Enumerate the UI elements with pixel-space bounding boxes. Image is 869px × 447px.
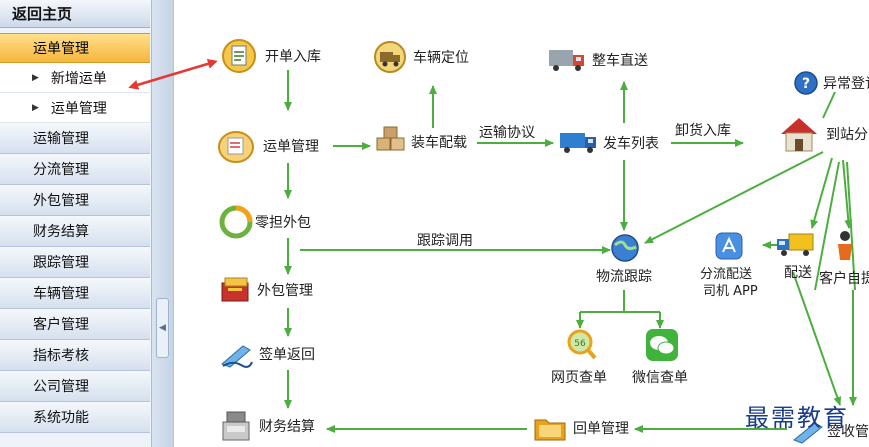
help-icon: ? [794,71,818,95]
node-wechat-query-icon[interactable] [645,328,679,362]
node-sign-return[interactable]: 签单返回 [219,340,315,368]
node-exception-register[interactable]: ? 异常登记 [793,70,869,96]
folder-icon [534,419,566,441]
edge-label-unload-store: 卸货入库 [675,123,731,139]
node-delivery-icon[interactable] [775,232,815,258]
house-icon [781,118,817,152]
node-direct-delivery[interactable]: 整车直送 [548,46,648,74]
node-dispatch-list[interactable]: 发车列表 [559,130,659,156]
node-sign-management[interactable]: 签收管 [791,418,869,444]
truck-icon [560,133,596,153]
delivery-truck-icon [777,233,814,256]
truck-icon [549,50,584,71]
magnifier-icon: 56 [567,329,597,360]
watermark-text: 最需教育 [745,404,849,432]
svg-text:56: 56 [574,339,586,349]
sidebar-item-kpi[interactable]: 指标考核 [0,340,150,371]
node-arrival-distribution[interactable]: 到站分 [778,114,868,154]
signature-pen-icon [221,345,253,368]
node-driver-app-label-2: 司机 APP [703,284,758,299]
globe-icon [611,234,639,262]
person-icon [838,231,852,260]
document-badge-icon [218,131,254,163]
cash-register-icon [222,411,250,441]
edge-label-tracking-dispatch: 跟踪调用 [417,233,473,249]
boxes-icon [376,126,405,151]
signature-pen-icon [793,422,823,444]
back-home-link[interactable]: 返回主页 [0,0,150,28]
app-store-icon [715,232,743,260]
sidebar: 返回主页 运单管理 ▶ 新增运单 ▶ 运单管理 运输管理 分流管理 外包管理 财… [0,0,152,447]
sidebar-subitem-new-waybill[interactable]: ▶ 新增运单 [0,63,150,93]
node-driver-app-icon[interactable] [715,232,743,260]
node-logistics-tracking-icon[interactable] [610,233,640,263]
sidebar-item-outsource[interactable]: 外包管理 [0,185,150,216]
books-icon [221,277,249,302]
node-customer-pickup-icon[interactable] [835,230,855,262]
node-load-matching[interactable]: 装车配载 [375,126,467,158]
wechat-icon [646,329,678,361]
node-ltl-outsource[interactable]: 零担外包 [219,205,311,239]
triangle-right-icon: ▶ [32,102,39,113]
sidebar-item-waybill-section[interactable]: 运单管理 [0,33,150,63]
sidebar-item-system[interactable]: 系统功能 [0,402,150,433]
refresh-icon [219,205,253,239]
node-outsource-management[interactable]: 外包管理 [219,274,313,306]
node-web-query-icon[interactable]: 56 [564,328,598,362]
node-customer-pickup-label: 客户自提 [819,271,869,287]
node-waybill-management[interactable]: 运单管理 [217,128,319,164]
node-logistics-tracking-label: 物流跟踪 [596,269,652,285]
node-open-order[interactable]: 开单入库 [221,38,321,74]
triangle-right-icon: ▶ [32,72,39,83]
chevron-left-icon: ◀ [159,323,166,333]
node-wechat-query-label: 微信查单 [632,370,688,386]
sidebar-item-tracking[interactable]: 跟踪管理 [0,247,150,278]
sidebar-splitter[interactable]: ◀ [152,0,174,447]
truck-badge-icon [374,41,406,73]
svg-text:?: ? [802,76,810,92]
sidebar-item-vehicle[interactable]: 车辆管理 [0,278,150,309]
sidebar-subitem-label: 新增运单 [50,70,107,87]
sidebar-subitem-waybill-mgmt[interactable]: ▶ 运单管理 [0,93,150,123]
sidebar-item-finance[interactable]: 财务结算 [0,216,150,247]
node-web-query-label: 网页查单 [551,370,607,386]
sidebar-subitem-label: 运单管理 [50,100,107,117]
node-vehicle-locate[interactable]: 车辆定位 [373,40,469,74]
node-receipt-management[interactable]: 回单管理 [533,414,629,442]
node-driver-app-label-1: 分流配送 [700,267,753,282]
sidebar-item-transport[interactable]: 运输管理 [0,123,150,154]
clipboard-badge-icon [222,39,256,73]
collapse-sidebar-button[interactable]: ◀ [156,298,169,358]
flow-connectors [284,70,857,433]
sidebar-item-customer[interactable]: 客户管理 [0,309,150,340]
node-finance-settlement[interactable]: 财务结算 [219,408,315,444]
sidebar-item-diversion[interactable]: 分流管理 [0,154,150,185]
business-flow-diagram: 开单入库 车辆定位 整车直送 ? 异常登记 [175,0,869,447]
node-delivery-label: 配送 [784,265,812,281]
sidebar-item-company[interactable]: 公司管理 [0,371,150,402]
edge-label-transport-agreement: 运输协议 [479,125,535,141]
